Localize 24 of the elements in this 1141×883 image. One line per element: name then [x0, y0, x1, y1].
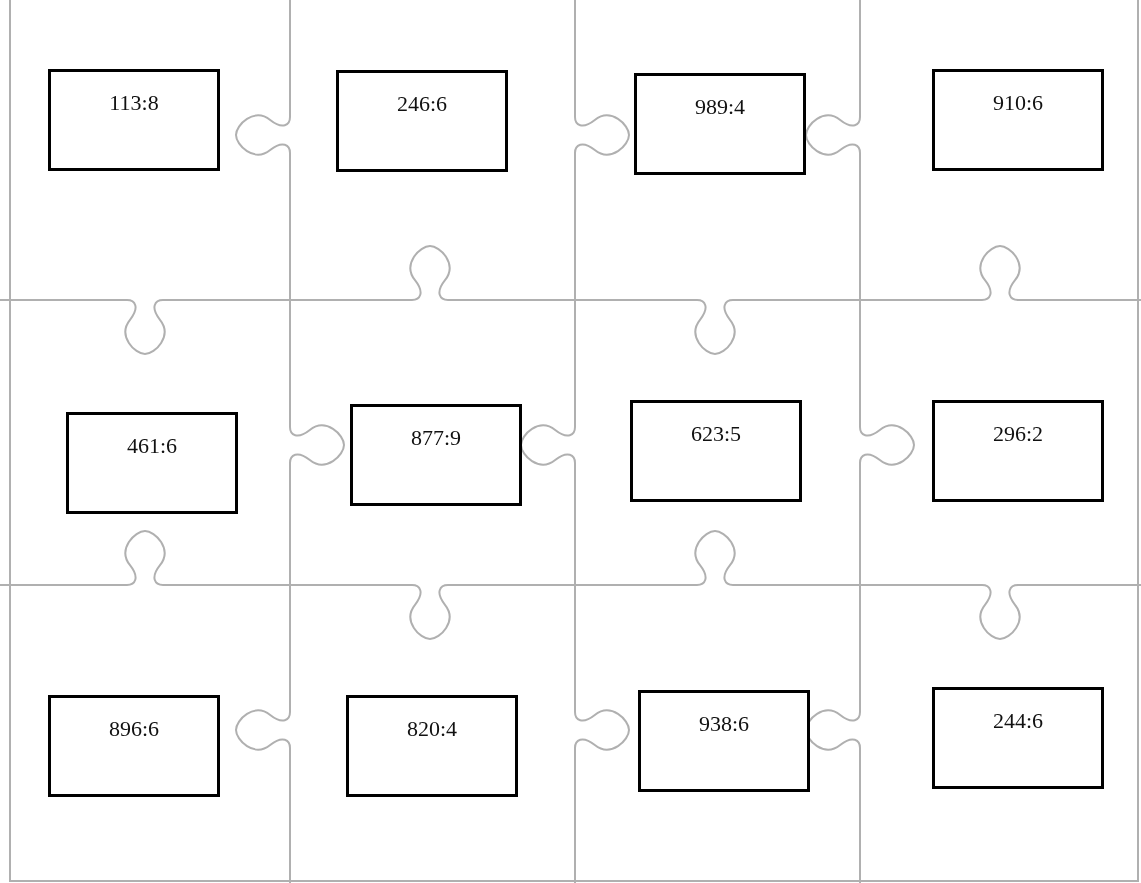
ratio-text: 113:8 — [109, 90, 159, 116]
ratio-text: 989:4 — [694, 94, 746, 120]
label-box — [350, 404, 522, 506]
label-box — [66, 412, 238, 514]
ratio-text: 896:6 — [108, 716, 160, 742]
label-box — [48, 69, 220, 171]
ratio-text: 910:6 — [992, 90, 1044, 116]
ratio-text: 246:6 — [396, 91, 448, 117]
ratio-text: 461:6 — [126, 433, 178, 459]
label-box — [932, 687, 1104, 789]
ratio-text: 296:2 — [992, 421, 1044, 447]
label-box — [336, 70, 508, 172]
label-box — [48, 695, 220, 797]
ratio-text: 938:6 — [698, 711, 750, 737]
label-box — [346, 695, 518, 797]
ratio-text: 244:6 — [992, 708, 1044, 734]
ratio-text: 623:5 — [690, 421, 742, 447]
label-box — [932, 400, 1104, 502]
label-box — [630, 400, 802, 502]
label-box — [634, 73, 806, 175]
ratio-text: 820:4 — [406, 716, 458, 742]
label-box — [638, 690, 810, 792]
ratio-text: 877:9 — [410, 425, 462, 451]
label-box — [932, 69, 1104, 171]
